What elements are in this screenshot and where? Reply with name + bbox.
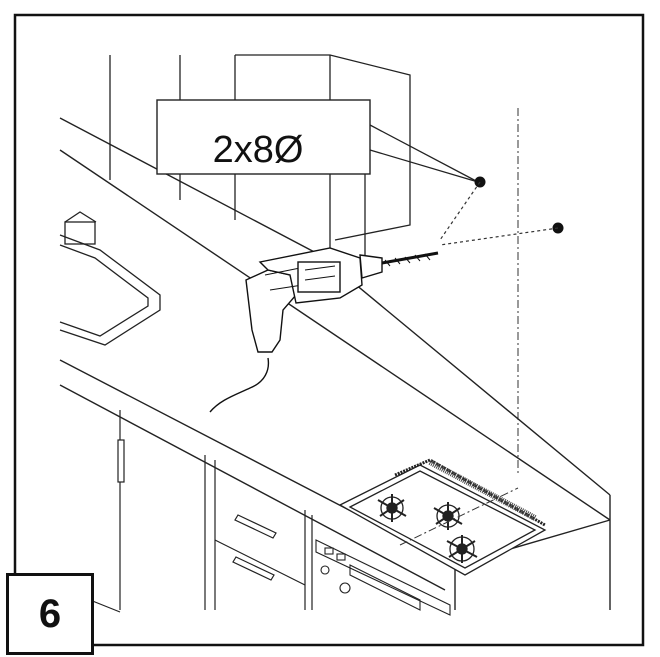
- burner: [377, 494, 407, 522]
- oven-panel: [315, 539, 451, 616]
- drill-size-label: 2x8Ø: [213, 129, 304, 171]
- gas-hob: [338, 458, 547, 576]
- burner: [433, 502, 463, 530]
- burner: [446, 535, 478, 563]
- sink: [59, 211, 161, 346]
- cabinet-handle: [232, 556, 275, 581]
- step-number-badge: 6: [6, 573, 94, 655]
- drill-icon: [209, 247, 439, 413]
- lower-cabinets: [89, 410, 313, 613]
- drill-hole-markers: [439, 176, 564, 246]
- dimension-callout: 2x8Ø: [156, 99, 479, 183]
- step-number: 6: [38, 591, 62, 636]
- cabinet-handle: [234, 514, 277, 539]
- cabinet-handle: [117, 439, 125, 483]
